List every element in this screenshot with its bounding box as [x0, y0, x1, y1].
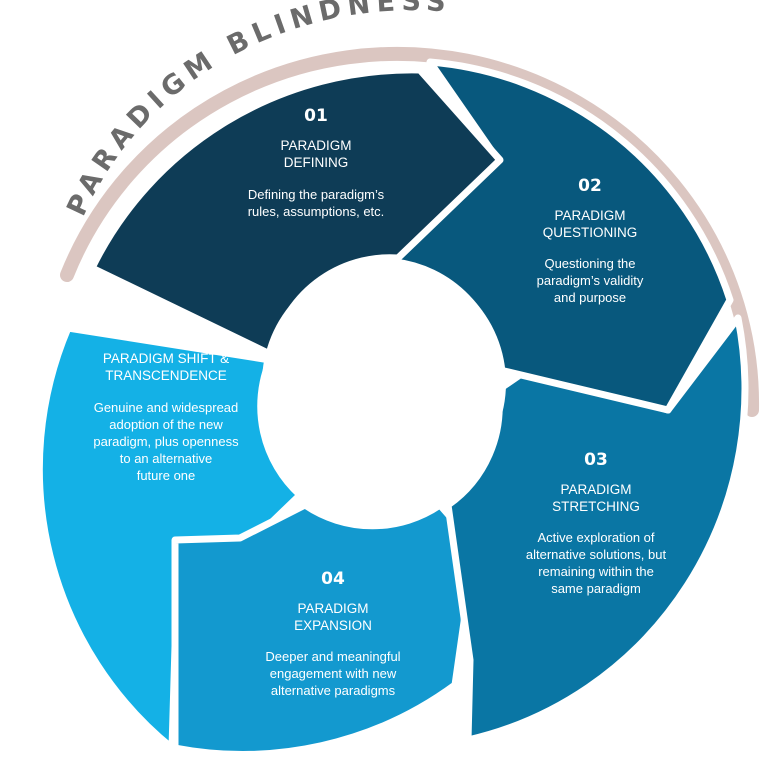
stage-4-desc-line-1: Deeper and meaningful	[265, 649, 400, 664]
stage-5-segment	[35, 324, 304, 752]
stage-5-desc-line-5: future one	[137, 468, 196, 483]
stage-5-desc-line-2: adoption of the new	[109, 417, 223, 432]
stage-2-label: 02 PARADIGM QUESTIONING Questioning the …	[537, 176, 644, 305]
stage-5-label: 05 PARADIGM SHIFT & TRANSCENDENCE Genuin…	[93, 319, 239, 483]
center-hub	[262, 261, 506, 505]
stage-3-label: 03 PARADIGM STRETCHING Active exploratio…	[526, 450, 667, 596]
stage-5-desc-line-1: Genuine and widespread	[94, 400, 239, 415]
stage-4-desc-line-2: engagement with new	[270, 666, 397, 681]
stage-2-desc-line-1: Questioning the	[544, 256, 635, 271]
stage-4-label: 04 PARADIGM EXPANSION Deeper and meaning…	[265, 569, 400, 698]
stage-2-desc-line-3: and purpose	[554, 290, 626, 305]
stage-5-desc-line-4: to an alternative	[120, 451, 213, 466]
stage-2-desc-line-2: paradigm’s validity	[537, 273, 644, 288]
stage-3-segment	[444, 314, 749, 744]
stage-3-desc-line-3: remaining within the	[538, 564, 654, 579]
stage-5-title-line-1: PARADIGM SHIFT &	[103, 351, 229, 366]
stage-5-desc-line-3: paradigm, plus openness	[93, 434, 239, 449]
stage-4-number: 04	[321, 569, 345, 589]
stage-3-title-line-2: STRETCHING	[552, 499, 640, 514]
stage-1-desc-line-2: rules, assumptions, etc.	[248, 204, 385, 219]
stage-5-title-line-2: TRANSCENDENCE	[105, 368, 227, 383]
outer-arc	[60, 46, 760, 417]
stage-2-title-line-2: QUESTIONING	[543, 225, 638, 240]
stage-2-number: 02	[578, 176, 602, 196]
stage-3-number: 03	[584, 450, 608, 470]
stage-5-number: 05	[154, 319, 178, 339]
stage-4-desc-line-3: alternative paradigms	[271, 683, 396, 698]
stage-4-segment	[171, 501, 479, 758]
stage-4-title-line-2: EXPANSION	[294, 618, 372, 633]
stage-1-title-line-1: PARADIGM	[280, 138, 351, 153]
stage-2-title-line-1: PARADIGM	[554, 208, 625, 223]
stage-3-title-line-1: PARADIGM	[560, 482, 631, 497]
stage-1-title-line-2: DEFINING	[284, 155, 349, 170]
stage-1-label: 01 PARADIGM DEFINING Defining the paradi…	[248, 106, 385, 219]
stage-3-desc-line-2: alternative solutions, but	[526, 547, 667, 562]
stage-3-desc-line-1: Active exploration of	[537, 530, 654, 545]
stage-1-desc-line-1: Defining the paradigm’s	[248, 187, 385, 202]
stage-3-desc-line-4: same paradigm	[551, 581, 641, 596]
stage-4-title-line-1: PARADIGM	[297, 601, 368, 616]
stage-1-number: 01	[304, 106, 328, 126]
